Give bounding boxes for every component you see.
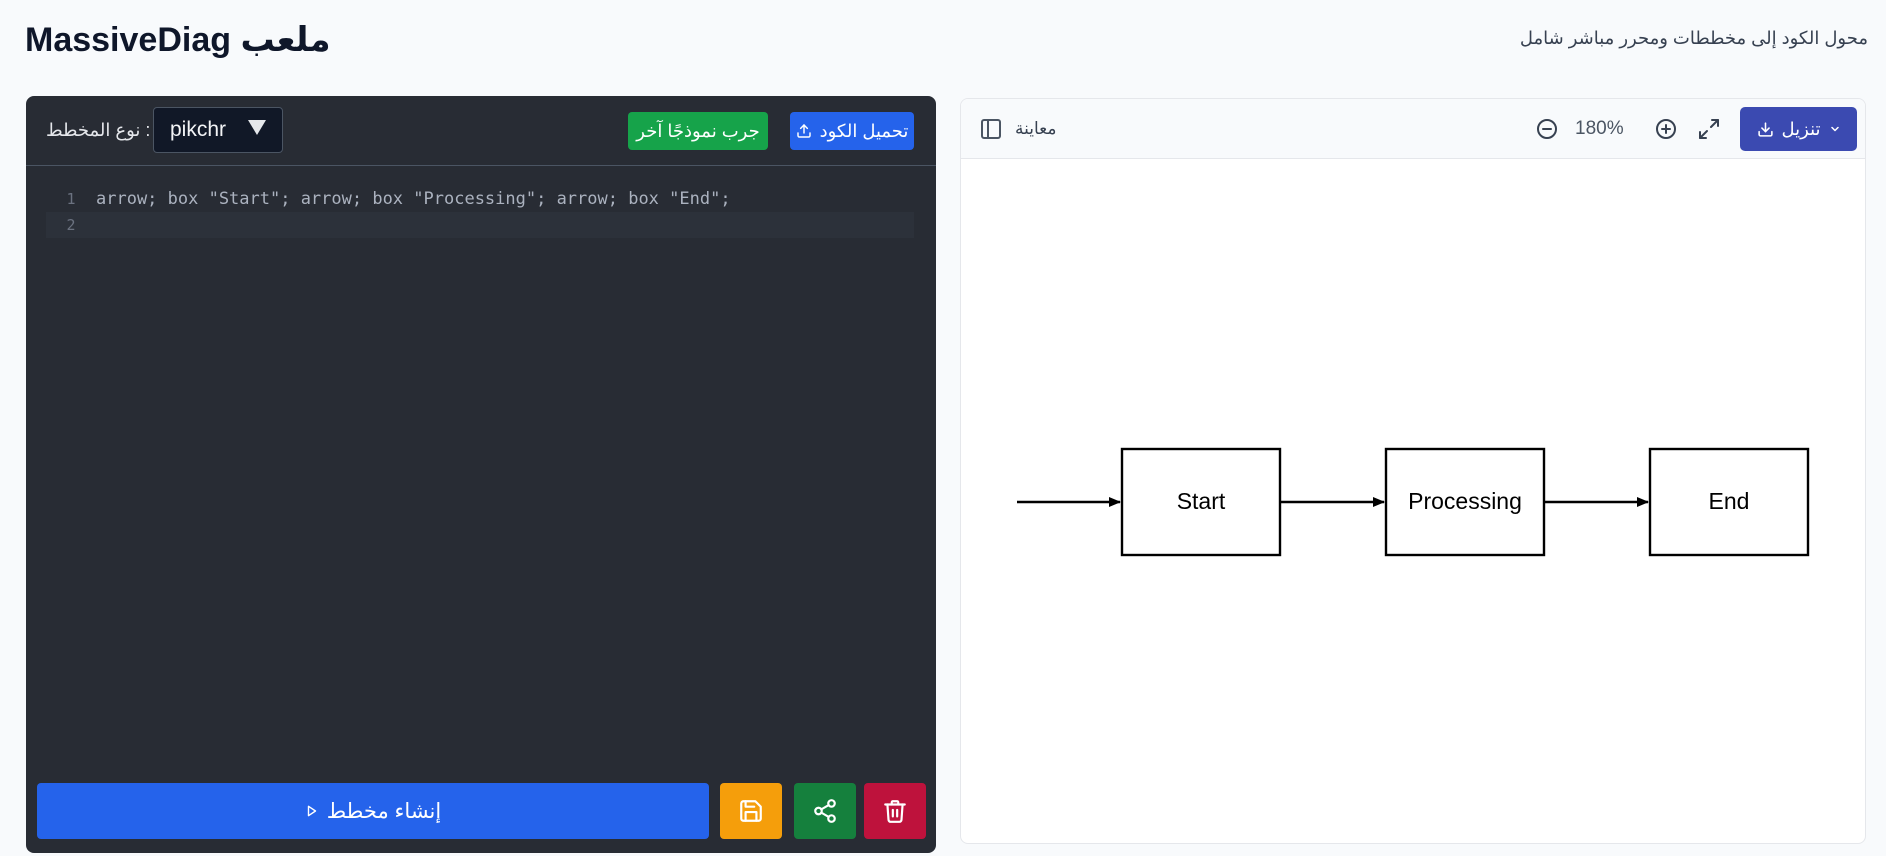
sidebar-toggle-icon[interactable] xyxy=(979,117,1003,141)
upload-code-label: تحميل الكود xyxy=(819,120,909,141)
diagram-type-label: : نوع المخطط xyxy=(46,120,151,140)
line-number: 2 xyxy=(66,216,76,234)
diagram-box-end xyxy=(1648,447,1810,557)
code-line: 1 arrow; box "Start"; arrow; box "Proces… xyxy=(46,186,914,212)
zoom-level: 180% xyxy=(1575,118,1624,139)
editor-footer: إنشاء مخطط xyxy=(26,773,936,853)
preview-panel: معاينة 180% تنزيل Start xyxy=(960,98,1866,844)
upload-icon xyxy=(796,124,811,138)
save-icon xyxy=(740,800,762,822)
editor-toolbar: : نوع المخطط pikchr جرب نموذجًا آخر تحمي… xyxy=(26,96,936,166)
delete-button[interactable] xyxy=(864,783,926,839)
page-subtitle: محول الكود إلى مخططات ومحرر مباشر شامل xyxy=(1519,28,1868,48)
diagram-type-select[interactable]: pikchr xyxy=(153,107,283,153)
share-button[interactable] xyxy=(794,783,856,839)
chevron-down-icon xyxy=(1830,126,1839,132)
try-another-sample-label: جرب نموذجًا آخر xyxy=(636,120,760,141)
preview-label: معاينة xyxy=(1015,119,1057,138)
editor-panel: : نوع المخطط pikchr جرب نموذجًا آخر تحمي… xyxy=(26,96,936,853)
diagram-box-start xyxy=(1120,447,1282,557)
upload-code-button[interactable]: تحميل الكود xyxy=(790,112,914,150)
generate-diagram-button[interactable]: إنشاء مخطط xyxy=(37,783,709,839)
diagram-type-value: pikchr xyxy=(170,118,227,141)
code-line-active: 2 xyxy=(46,212,914,238)
line-text: arrow; box "Start"; arrow; box "Processi… xyxy=(96,189,731,209)
generate-diagram-label: إنشاء مخطط xyxy=(326,799,442,823)
download-label: تنزيل xyxy=(1781,118,1821,139)
share-icon xyxy=(814,799,836,823)
download-icon xyxy=(1757,121,1773,137)
save-button[interactable] xyxy=(720,783,782,839)
line-number: 1 xyxy=(66,190,76,208)
play-icon xyxy=(307,805,316,817)
fullscreen-icon[interactable] xyxy=(1697,117,1721,141)
dropdown-caret-icon xyxy=(248,120,266,135)
diagram-box-start-label: Start xyxy=(1177,488,1226,514)
trash-icon xyxy=(884,800,906,823)
page-title: ملعب MassiveDiag xyxy=(25,21,331,59)
diagram-canvas: Start Processing End xyxy=(1017,447,1810,557)
preview-toolbar: معاينة 180% تنزيل xyxy=(961,99,1865,159)
zoom-in-icon[interactable] xyxy=(1654,117,1678,141)
code-editor[interactable]: 1 arrow; box "Start"; arrow; box "Proces… xyxy=(46,186,914,746)
diagram-box-end-label: End xyxy=(1709,488,1750,514)
try-another-sample-button[interactable]: جرب نموذجًا آخر xyxy=(628,112,768,150)
download-button[interactable]: تنزيل xyxy=(1740,107,1857,151)
diagram-box-processing-label: Processing xyxy=(1408,488,1522,514)
diagram-box-processing xyxy=(1384,447,1546,557)
zoom-out-icon[interactable] xyxy=(1535,117,1559,141)
